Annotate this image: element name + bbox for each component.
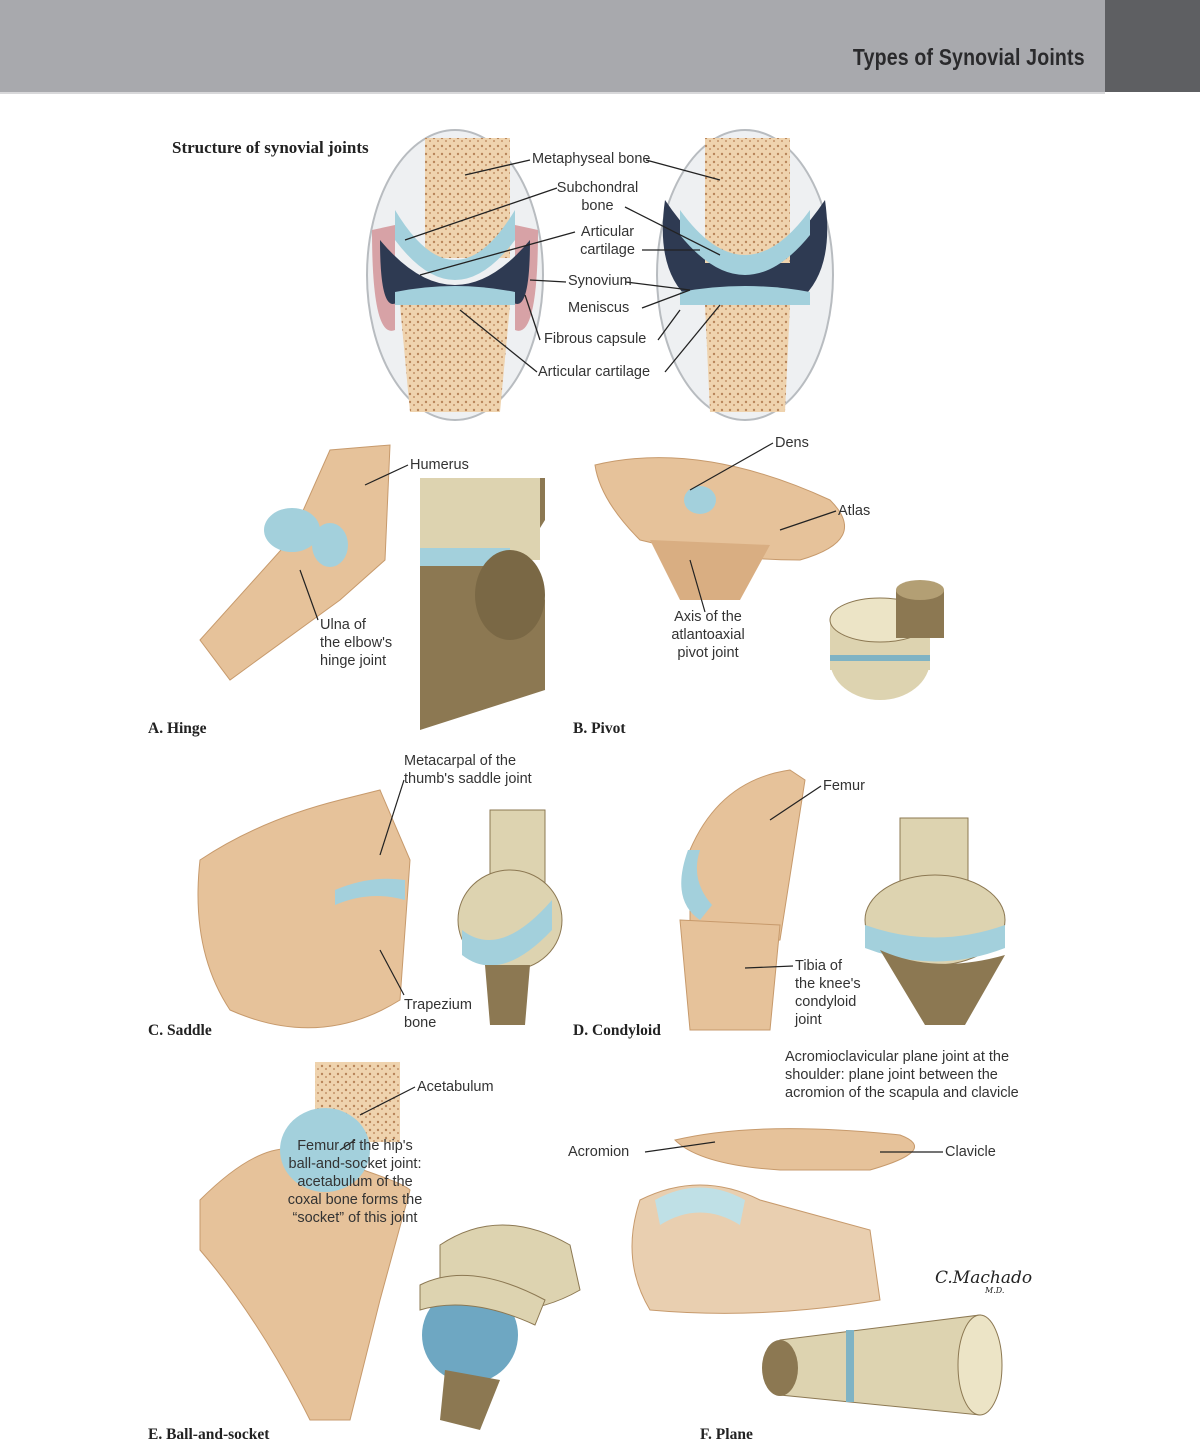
label-metacarpal-2: thumb's saddle joint [404,771,532,787]
page-header-band [0,0,1105,94]
label-trapezium-2: bone [404,1015,437,1031]
label-subchondral-1: Subchondral [556,180,639,196]
label-humerus: Humerus [410,457,469,473]
caption-hinge: A. Hinge [148,720,207,737]
condyloid-illustration [679,769,1006,1031]
joint-structure-right [656,129,834,421]
label-clavicle: Clavicle [945,1144,996,1160]
label-ulna-1: Ulna of [320,617,366,633]
saddle-illustration [197,789,563,1029]
plane-description-2: shoulder: plane joint between the [785,1067,998,1083]
label-articular-2: cartilage [580,242,635,258]
artist-signature-suffix: M.D. [985,1286,1005,1295]
label-axis-3: pivot joint [677,645,739,661]
label-acromion: Acromion [568,1144,630,1160]
label-axis-2: atlantoaxial [671,627,745,643]
label-subchondral-2: bone [581,198,614,214]
label-ulna-2: the elbow's [320,635,393,651]
label-femur-hip-3: acetabulum of the [297,1174,413,1190]
label-femur-hip-1: Femur of the hip's [297,1138,413,1154]
label-synovium: Synovium [568,273,632,289]
caption-condyloid: D. Condyloid [573,1022,661,1039]
label-femur-knee: Femur [823,778,865,794]
label-fibrous-capsule: Fibrous capsule [544,331,647,347]
caption-plane: F. Plane [700,1426,753,1443]
structure-leader-lines [404,159,721,373]
plane-description-3: acromion of the scapula and clavicle [785,1085,1019,1101]
structure-heading: Structure of synovial joints [172,138,369,157]
label-atlas: Atlas [838,503,871,519]
label-femur-hip-2: ball-and-socket joint: [288,1156,422,1172]
page-title: Types of Synovial Joints [853,44,1085,70]
joint-structure-left [366,129,544,421]
pivot-illustration [594,457,944,700]
label-metacarpal-1: Metacarpal of the [404,753,517,769]
label-axis-1: Axis of the [674,609,742,625]
label-meniscus: Meniscus [568,300,630,316]
hinge-illustration [199,444,545,730]
page-tab [1105,0,1200,92]
plane-description-1: Acromioclavicular plane joint at the [785,1049,1010,1065]
ball-and-socket-illustration [199,1062,581,1430]
label-tibia-1: Tibia of [795,958,843,974]
label-dens: Dens [775,435,809,451]
label-tibia-2: the knee's [795,976,861,992]
label-trapezium-1: Trapezium [404,997,472,1013]
label-ulna-3: hinge joint [320,653,387,669]
label-acetabulum: Acetabulum [417,1079,494,1095]
caption-ball-and-socket: E. Ball-and-socket [148,1426,270,1443]
label-metaphyseal-bone: Metaphyseal bone [532,151,651,167]
artist-signature: C.Machado [935,1268,1033,1288]
label-femur-hip-5: “socket” of this joint [292,1210,418,1226]
plane-illustration [631,1128,1003,1416]
label-tibia-4: joint [795,1012,822,1028]
panel-leader-lines [299,442,943,1153]
caption-pivot: B. Pivot [573,720,626,737]
label-articular-cartilage: Articular cartilage [538,364,651,380]
label-femur-hip-4: coxal bone forms the [287,1192,423,1208]
label-articular-1: Articular [580,224,635,240]
caption-saddle: C. Saddle [148,1022,212,1039]
label-tibia-3: condyloid [795,994,857,1010]
